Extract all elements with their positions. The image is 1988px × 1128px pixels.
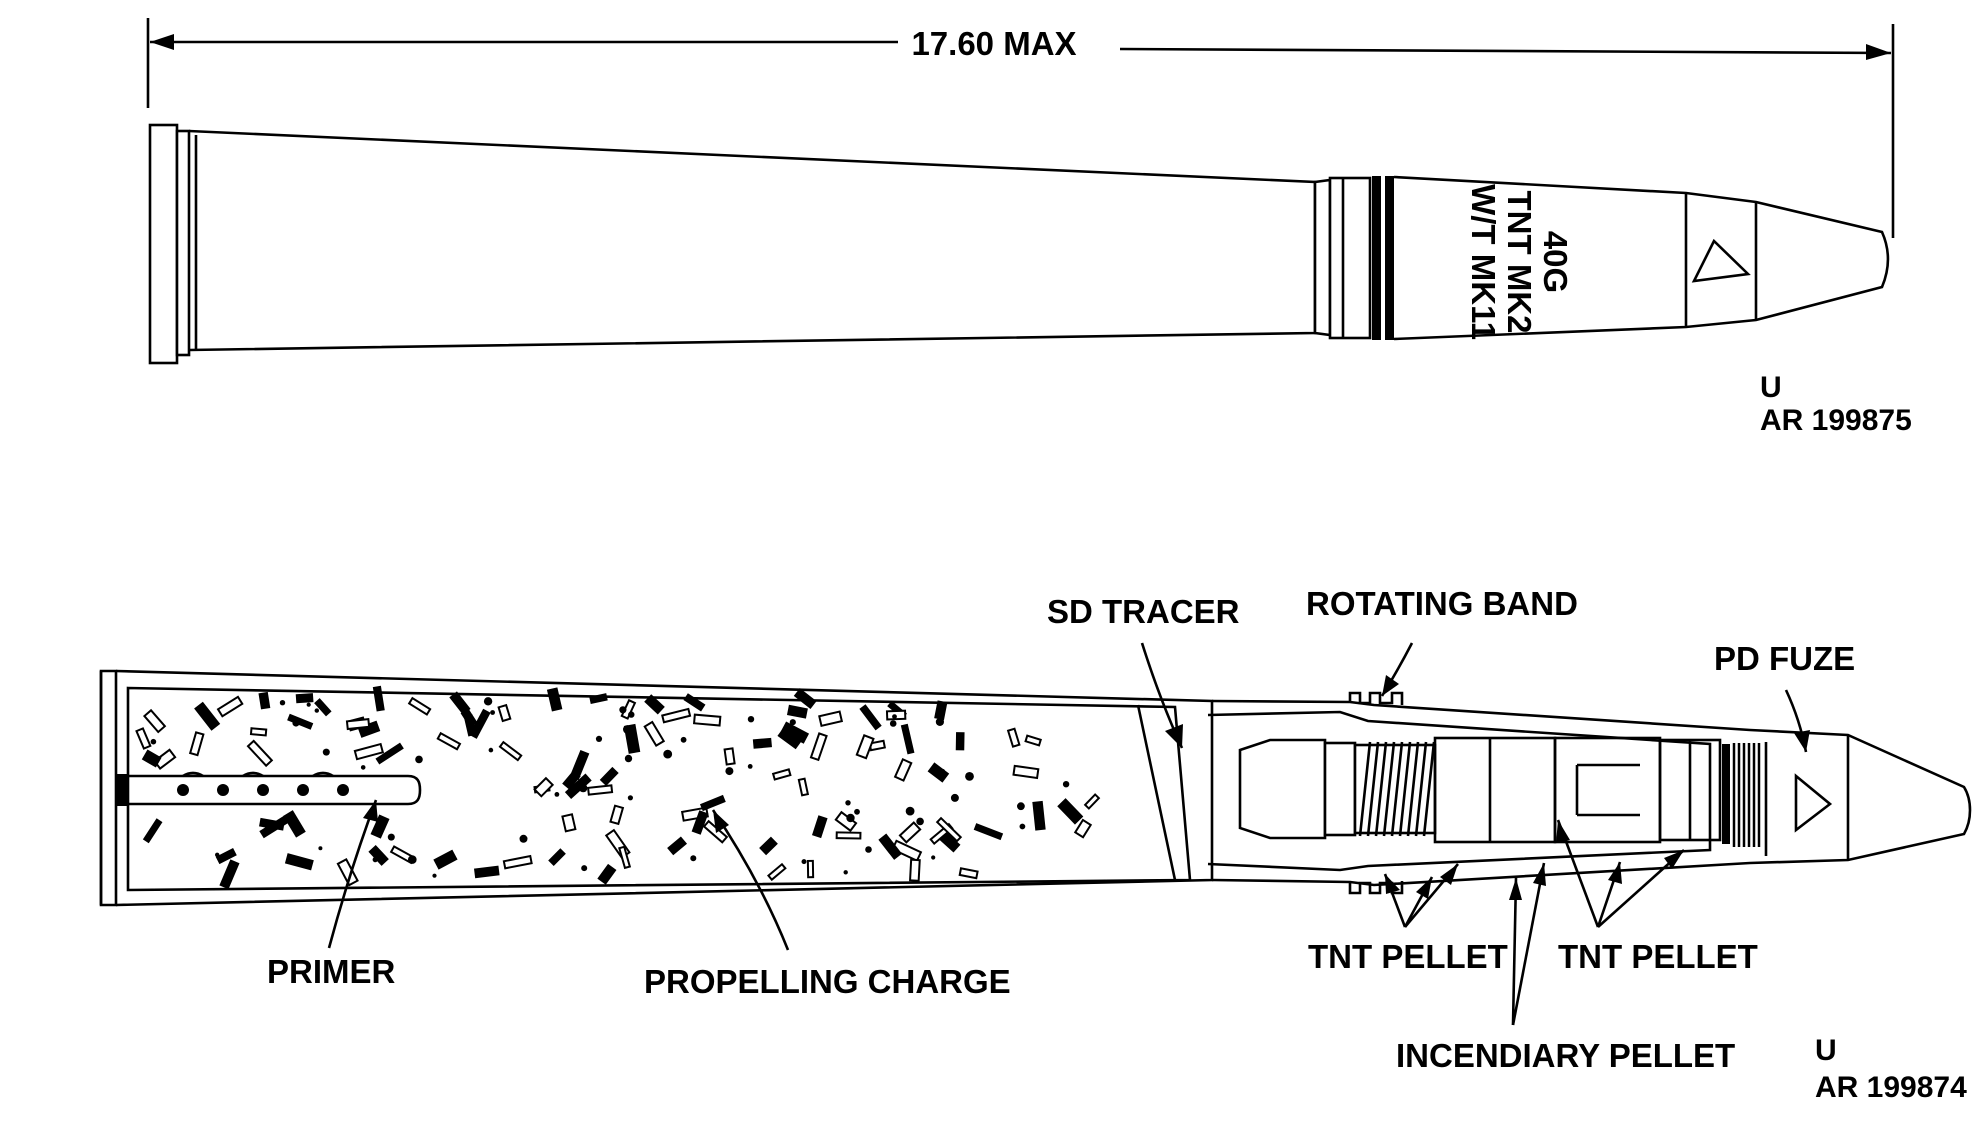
rotating-band-label: ROTATING BAND (1306, 585, 1578, 622)
cutaway-case (99, 669, 1214, 907)
tnt-pellet-right-label: TNT PELLET (1558, 938, 1758, 975)
bottom-code-u: U (1815, 1034, 1837, 1067)
incendiary-pellet-label: INCENDIARY PELLET (1396, 1037, 1735, 1074)
marking-line-2: TNT MK2 (1501, 191, 1538, 334)
incendiary-pellet-element (1553, 736, 1662, 844)
top-code-u: U (1760, 371, 1782, 404)
leader-lines (327, 642, 1810, 1026)
marking-line-3: W/T MK11 (1465, 184, 1502, 340)
tracer-element (1238, 738, 1327, 840)
propelling-charge-grains (135, 685, 1101, 890)
tnt-pellet-left-element (1433, 736, 1557, 844)
top-code-ar: AR 199875 (1760, 404, 1912, 437)
primer-tube (128, 774, 422, 806)
cutaway-projectile (1207, 691, 1972, 895)
overall-length-dimension: 17.60 MAX (146, 18, 1895, 238)
propelling-charge-label: PROPELLING CHARGE (644, 963, 1011, 1000)
fuze-threads (1732, 743, 1761, 847)
primer-label: PRIMER (267, 953, 396, 990)
marking-line-1: 40G (1537, 231, 1574, 293)
cartridge-case (148, 123, 1317, 365)
projectile (1393, 175, 1890, 341)
rotating-band (1313, 176, 1394, 340)
triangle-marking-icon (1691, 238, 1751, 283)
fuze-triangle-icon (1794, 773, 1833, 833)
projectile-marking: 40G TNT MK2 W/T MK11 (1465, 184, 1574, 340)
cutaway-view: SD TRACER ROTATING BAND PD FUZE PRIMER P… (99, 585, 1972, 1104)
external-view: 17.60 MAX 40G TNT MK2 W/T M (146, 18, 1912, 437)
bottom-code-ar: AR 199874 (1815, 1071, 1967, 1104)
tnt-pellet-left-label: TNT PELLET (1308, 938, 1508, 975)
sd-tracer-label: SD TRACER (1047, 593, 1240, 630)
pd-fuze-label: PD FUZE (1714, 640, 1855, 677)
overall-length-label: 17.60 MAX (911, 25, 1076, 62)
cutaway-rotating-band (1348, 691, 1404, 705)
